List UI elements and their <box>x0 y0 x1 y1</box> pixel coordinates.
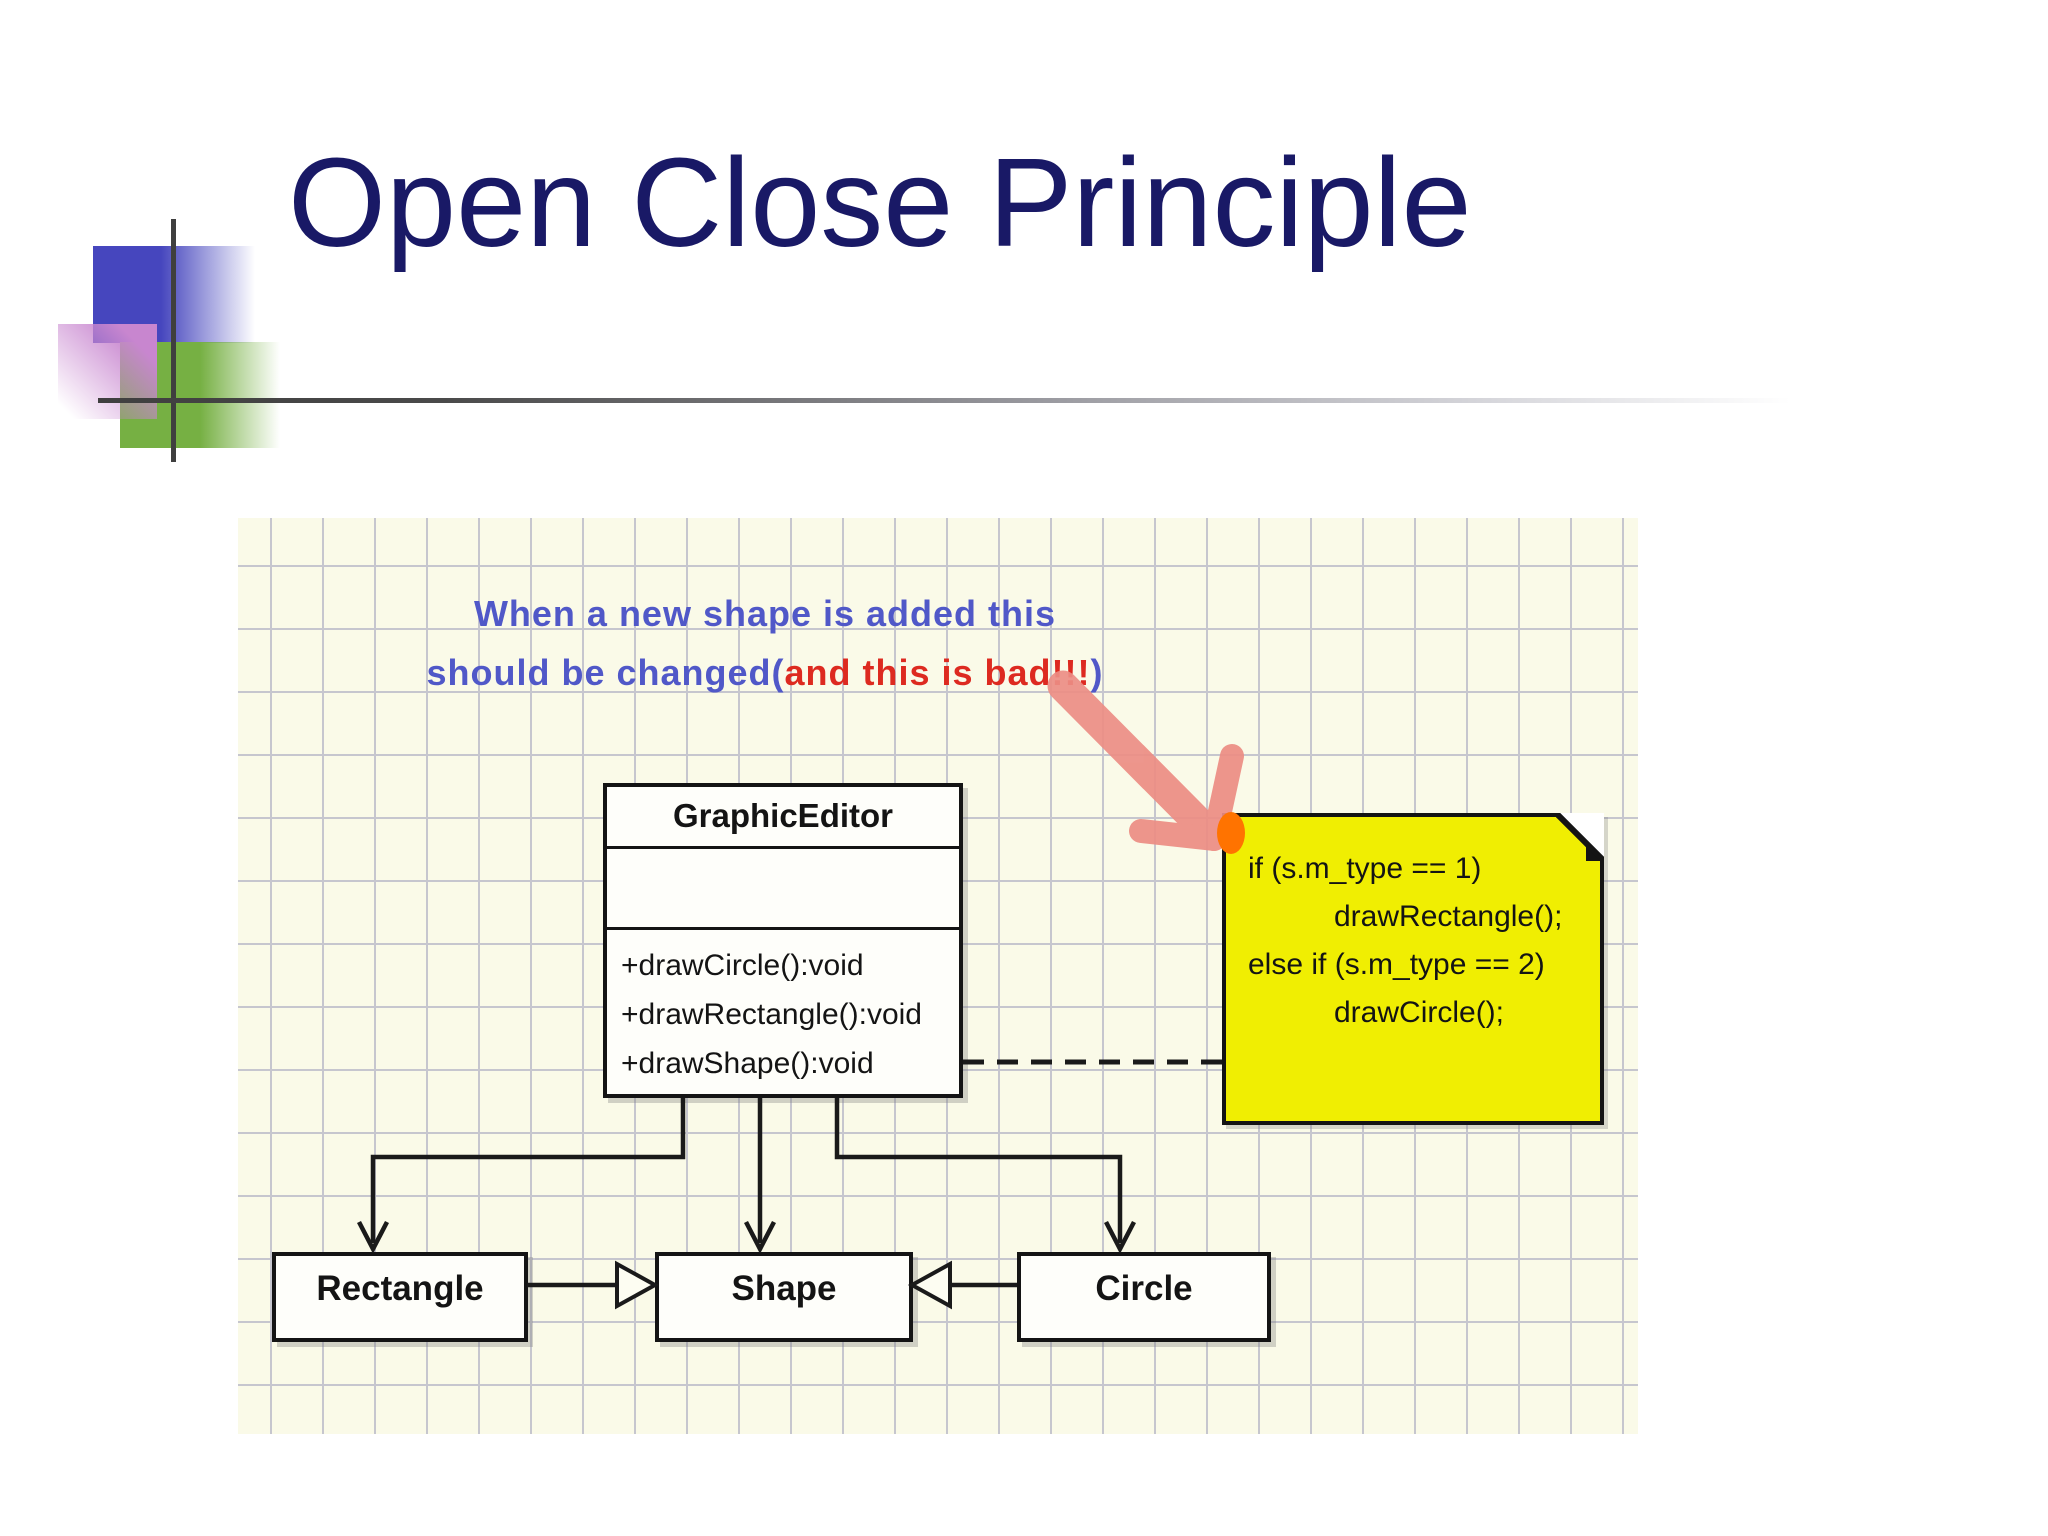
code-line: else if (s.m_type == 2) <box>1248 948 1545 981</box>
annotation-line2: should be changed(and this is bad!!!) <box>325 643 1205 702</box>
annotation-line2-suffix: ) <box>1090 652 1104 693</box>
code-note-body: if (s.m_type == 1) drawRectangle(); else… <box>1226 817 1600 1037</box>
title-underline-rule <box>98 398 1825 403</box>
annotation-line1: When a new shape is added this <box>473 593 1057 634</box>
class-box-circle: Circle <box>1017 1252 1271 1342</box>
class-attributes-empty <box>607 849 959 930</box>
page-title: Open Close Principle <box>288 132 1472 273</box>
class-name-graphic-editor: GraphicEditor <box>607 787 959 849</box>
decoration-pink-square <box>58 324 157 419</box>
class-box-graphic-editor: GraphicEditor +drawCircle():void +drawRe… <box>603 783 963 1098</box>
code-line: drawRectangle(); <box>1334 900 1563 933</box>
class-box-shape: Shape <box>655 1252 913 1342</box>
class-box-rectangle: Rectangle <box>272 1252 528 1342</box>
annotation-line2-prefix: should be changed( <box>426 652 785 693</box>
code-note: if (s.m_type == 1) drawRectangle(); else… <box>1222 813 1604 1125</box>
code-line: if (s.m_type == 1) <box>1248 852 1482 885</box>
class-methods-list: +drawCircle():void +drawRectangle():void… <box>607 930 959 1088</box>
folded-corner-icon <box>1556 813 1604 861</box>
decoration-vertical-line <box>171 219 176 462</box>
annotation-line2-warning: and this is bad!!! <box>784 652 1091 693</box>
method-draw-shape: +drawShape():void <box>621 1047 874 1080</box>
code-line: drawCircle(); <box>1334 996 1505 1029</box>
method-draw-rectangle: +drawRectangle():void <box>621 998 922 1031</box>
method-draw-circle: +drawCircle():void <box>621 949 864 982</box>
annotation-text: When a new shape is added this should be… <box>325 584 1205 702</box>
